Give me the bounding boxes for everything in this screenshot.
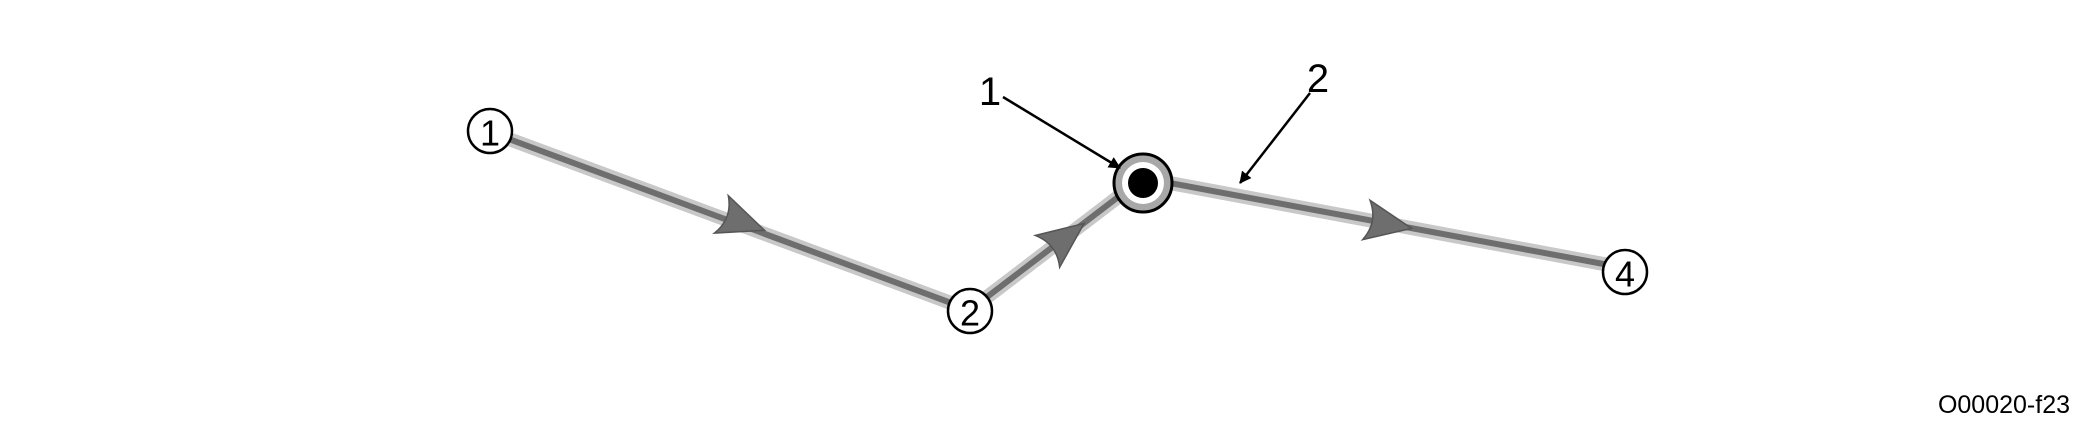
direction-arrow-3 bbox=[1360, 198, 1414, 241]
direction-arrow-2 bbox=[1032, 222, 1086, 270]
waypoint-label-1: 1 bbox=[480, 113, 500, 154]
callout-label-2: 2 bbox=[1307, 57, 1329, 101]
center-marker bbox=[1112, 152, 1174, 214]
waypoint-label-4: 4 bbox=[1615, 254, 1635, 295]
path-line bbox=[487, 129, 1628, 313]
callout-leader-2 bbox=[1239, 92, 1311, 184]
callout-label-1: 1 bbox=[979, 70, 1001, 114]
waypoint-label-2: 2 bbox=[960, 293, 980, 334]
waypoint-node-2: 2 bbox=[946, 287, 994, 335]
callout-leader-1 bbox=[1002, 95, 1121, 170]
waypoint-node-1: 1 bbox=[466, 107, 514, 155]
waypoint-node-4: 4 bbox=[1601, 248, 1649, 296]
figure-id: O00020-f23 bbox=[1937, 391, 2070, 419]
path-outline bbox=[483, 125, 1632, 317]
direction-arrow-1 bbox=[712, 193, 767, 235]
